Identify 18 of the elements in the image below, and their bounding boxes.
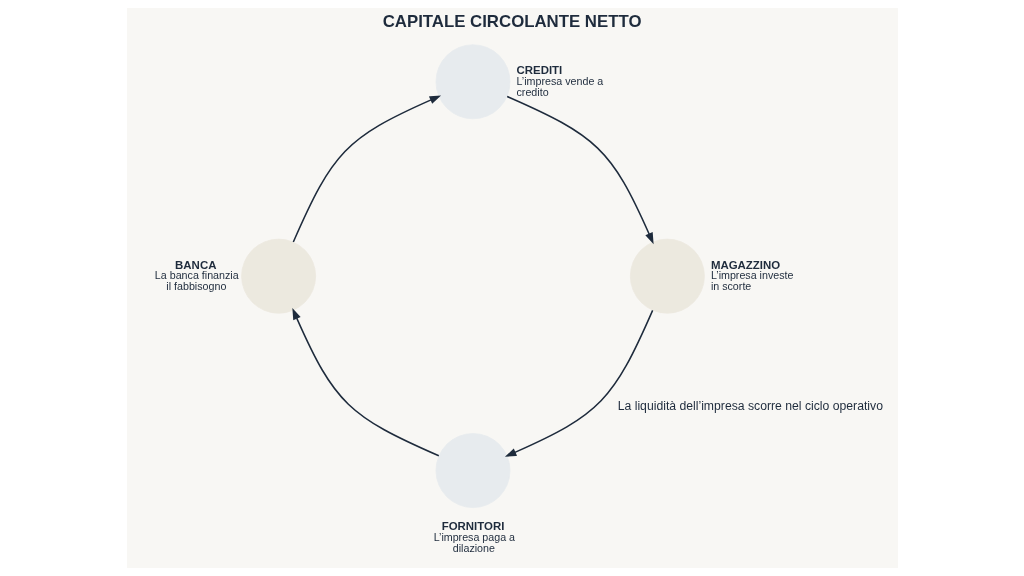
node-label: La banca finanzia il fabbisogno: [154, 269, 239, 293]
node-circle: [435, 433, 510, 508]
node-label: CREDITI: [516, 64, 562, 77]
node-label: BANCA: [174, 258, 216, 271]
arrow: [291, 308, 440, 457]
node-circle: [435, 44, 510, 120]
label: La liquidità dell’impresa scorre nel ciclo operativo: [617, 398, 883, 413]
node-label: L’impresa investe in scorte: [710, 269, 793, 293]
node-label: MAGAZZINO: [710, 258, 780, 271]
node-circle: [240, 238, 316, 314]
node-label: L’impresa vende a credito: [516, 74, 603, 98]
node-circle: [629, 238, 705, 314]
node-label: L’impresa paga a dilazione: [433, 530, 515, 554]
arrow: [292, 95, 441, 243]
arrow: [505, 95, 654, 245]
node-label: FORNITORI: [441, 520, 504, 533]
diagram-title: CAPITALE CIRCOLANTE NETTO: [382, 11, 641, 31]
arrow: [504, 309, 653, 457]
